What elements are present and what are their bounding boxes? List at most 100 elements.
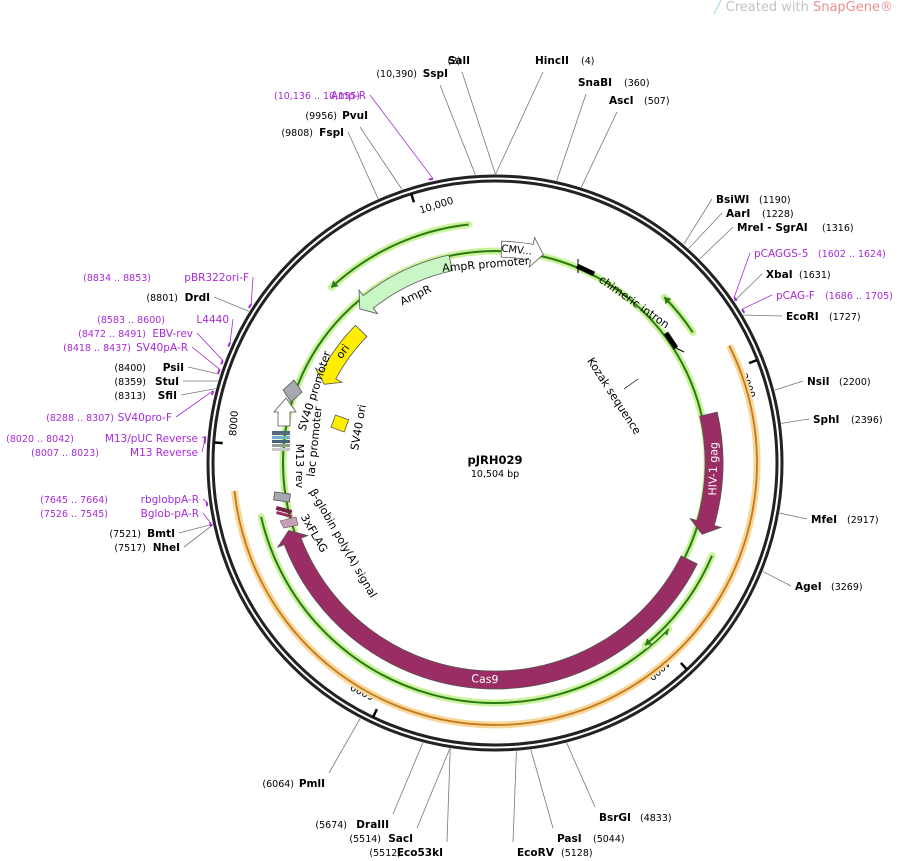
- primer-range: (1686 .. 1705): [825, 291, 893, 302]
- primer-amp-r[interactable]: Amp-R: [331, 90, 366, 102]
- site-nsii[interactable]: NsiI: [807, 376, 830, 388]
- site-snabi[interactable]: SnaBI: [578, 77, 612, 89]
- orf-arc-bottom-left[interactable]: [260, 516, 670, 704]
- primer-pcaggs-5[interactable]: pCAGGS-5: [754, 248, 808, 260]
- ori-feature[interactable]: [314, 324, 368, 385]
- primer-sv40pro-f[interactable]: SV40pro-F: [118, 412, 172, 424]
- site-ecori[interactable]: EcoRI: [786, 311, 819, 323]
- lac-promoter-stack[interactable]: [272, 431, 290, 451]
- bglobin-box[interactable]: [273, 491, 291, 503]
- primer-tick: [220, 359, 224, 365]
- site-position: (7517): [114, 543, 146, 554]
- sv40-promoter-box[interactable]: [282, 379, 303, 403]
- ruler-tick: [410, 193, 416, 203]
- site-sfii[interactable]: SfiI: [158, 390, 177, 402]
- site-position: (1316): [822, 223, 854, 234]
- primer-leader: [196, 332, 224, 361]
- sv40-promoter-arrow[interactable]: [273, 397, 297, 427]
- site-position: (8400): [114, 363, 146, 374]
- orf-arc-top-left[interactable]: [330, 223, 469, 289]
- site-bsrgi[interactable]: BsrGI: [599, 812, 631, 824]
- backbone-circle: [206, 174, 784, 752]
- site-leader: [178, 523, 213, 534]
- plasmid-center-label: pJRH029 10,504 bp: [468, 453, 523, 480]
- site-nhei[interactable]: NheI: [153, 542, 180, 554]
- primer-range: (8288 .. 8307): [46, 413, 114, 424]
- primer-range: (8834 .. 8853): [83, 273, 151, 284]
- watermark-brand: SnapGene: [812, 0, 880, 15]
- 3xflag-stack[interactable]: [275, 505, 299, 529]
- primer-sv40pa-r[interactable]: SV40pA-R: [136, 342, 188, 354]
- site-leader: [495, 71, 544, 175]
- ruler-tick: [213, 441, 223, 445]
- plasmid-name: pJRH029: [468, 453, 523, 467]
- feature-arrows: HIV-1 gagCas9AmpRoriCMV...: [276, 236, 724, 690]
- site-position: (8801): [146, 293, 178, 304]
- site-leader: [461, 71, 496, 175]
- small-features: [272, 259, 685, 529]
- site-ecorv[interactable]: EcoRV: [517, 847, 555, 859]
- site-hincii[interactable]: HincII: [535, 55, 569, 67]
- site-leader: [580, 111, 618, 188]
- site-leader: [699, 226, 734, 260]
- cas9-label: Cas9: [471, 672, 499, 686]
- m13-rev-label: M13 rev: [293, 444, 306, 489]
- ampr-feature[interactable]: [358, 254, 453, 315]
- primer-ebv-rev[interactable]: EBV-rev: [152, 328, 193, 340]
- cas9-feature[interactable]: [276, 529, 698, 690]
- primer-leader: [202, 512, 211, 523]
- primer-range: (10,136 .. 10,155): [274, 91, 360, 102]
- primer-pcag-f[interactable]: pCAG-F: [776, 290, 815, 302]
- cmv-feature[interactable]: [500, 236, 544, 269]
- cmv-label: CMV...: [501, 244, 533, 258]
- site-leader: [762, 571, 792, 587]
- site-agei[interactable]: AgeI: [795, 581, 822, 593]
- site-pasi[interactable]: PasI: [557, 833, 582, 845]
- site-position: (507): [644, 96, 670, 107]
- site-sali[interactable]: SalI: [448, 55, 470, 67]
- site-fspi[interactable]: FspI: [319, 127, 344, 139]
- chimeric-intron-marker[interactable]: [575, 259, 685, 353]
- orf-arc-right[interactable]: [644, 555, 713, 646]
- primer-pbr322ori-f[interactable]: pBR322ori-F: [184, 272, 249, 284]
- site-position: (2200): [839, 377, 871, 388]
- site-mfei[interactable]: MfeI: [811, 514, 837, 526]
- site-eco53ki[interactable]: Eco53kI: [397, 847, 443, 859]
- ruler-tick: [679, 662, 688, 671]
- primer-tick: [227, 342, 231, 348]
- site-sphi[interactable]: SphI: [813, 414, 839, 426]
- site-psii[interactable]: PsiI: [163, 362, 184, 374]
- site-pvui[interactable]: PvuI: [342, 110, 368, 122]
- primer-tick: [247, 303, 252, 309]
- site-leader: [416, 748, 451, 829]
- site-asci[interactable]: AscI: [609, 95, 634, 107]
- primer-rbglobpa-r[interactable]: rbglobpA-R: [141, 494, 199, 506]
- site-saci[interactable]: SacI: [388, 833, 413, 845]
- site-mrei-sgrai[interactable]: MreI - SgrAI: [737, 222, 808, 234]
- site-bsiwi[interactable]: BsiWI: [716, 194, 749, 206]
- site-leader: [530, 749, 554, 829]
- site-position: (2917): [847, 515, 879, 526]
- site-position: (6064): [262, 779, 294, 790]
- primer-l4440[interactable]: L4440: [196, 314, 229, 326]
- site-draiii[interactable]: DraIII: [356, 819, 389, 831]
- primer-m13-puc-reverse[interactable]: M13/pUC Reverse: [105, 433, 198, 445]
- site-pmli[interactable]: PmlI: [299, 778, 325, 790]
- orf-arc-orange-bottom[interactable]: [233, 490, 669, 726]
- ruler-tick: [371, 708, 379, 718]
- hiv-1-gag-feature[interactable]: [689, 411, 724, 535]
- site-leader: [183, 524, 213, 548]
- site-position: (3269): [831, 582, 863, 593]
- orf-arc-orange-right[interactable]: [666, 345, 758, 661]
- site-stui[interactable]: StuI: [155, 376, 179, 388]
- site-leader: [446, 748, 451, 843]
- kozak-leader: [623, 378, 639, 390]
- site-aari[interactable]: AarI: [726, 208, 750, 220]
- primer-bglob-pa-r[interactable]: Bglob-pA-R: [141, 508, 199, 520]
- site-bmti[interactable]: BmtI: [147, 528, 175, 540]
- site-drdi[interactable]: DrdI: [185, 292, 210, 304]
- primer-m13-reverse[interactable]: M13 Reverse: [130, 447, 198, 459]
- site-sspi[interactable]: SspI: [423, 68, 448, 80]
- sv40-ori-box[interactable]: [330, 414, 350, 433]
- site-xbai[interactable]: XbaI: [766, 269, 793, 281]
